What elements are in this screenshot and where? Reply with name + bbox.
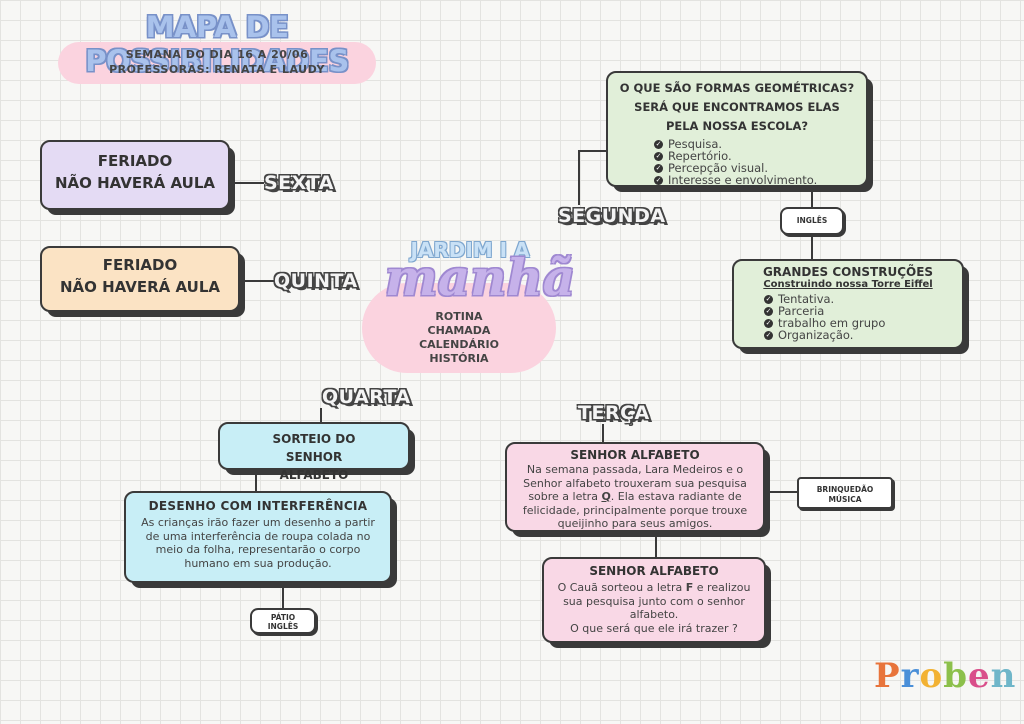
- proben-logo: Proben: [874, 656, 1016, 696]
- check-item: ✓Organização.: [764, 328, 854, 342]
- terca-card-2: SENHOR ALFABETO O Cauã sorteou a letra F…: [542, 557, 766, 643]
- check-item: ✓Percepção visual.: [654, 161, 769, 175]
- terca-text-2: O Cauã sorteou a letra F e realizou sua …: [557, 581, 751, 621]
- check-icon: ✓: [654, 164, 663, 173]
- check-item: ✓trabalho em grupo: [764, 316, 886, 330]
- logo-letter: o: [919, 656, 944, 696]
- drawing-title: DESENHO COM INTERFERÊNCIA: [148, 499, 368, 513]
- check-item: ✓Repertório.: [654, 149, 732, 163]
- sexta-line1: FERIADO: [97, 152, 173, 170]
- check-item: ✓Tentativa.: [764, 292, 835, 306]
- connector-brinquedao: [764, 491, 798, 493]
- project-items: ✓Tentativa. ✓Parceria ✓trabalho em grupo…: [764, 293, 962, 341]
- day-label-segunda: SEGUNDA: [558, 205, 666, 227]
- logo-letter: n: [990, 656, 1017, 696]
- check-icon: ✓: [764, 331, 773, 340]
- connector-segunda-v: [578, 150, 580, 205]
- logo-letter: b: [943, 656, 968, 696]
- quinta-line2: NÃO HAVERÁ AULA: [59, 278, 220, 296]
- project-title: GRANDES CONSTRUÇÕES: [762, 265, 934, 279]
- check-icon: ✓: [764, 295, 773, 304]
- sexta-line2: NÃO HAVERÁ AULA: [54, 174, 215, 192]
- terca-title-1: SENHOR ALFABETO: [570, 448, 700, 462]
- routine-item: ROTINA: [435, 310, 483, 323]
- center-pill: [362, 283, 556, 373]
- logo-letter: r: [900, 656, 920, 696]
- connector-patio: [282, 582, 284, 608]
- header-pill: [58, 42, 376, 84]
- check-item: ✓Interesse e envolvimento.: [654, 173, 818, 187]
- quinta-line1: FERIADO: [102, 256, 178, 274]
- day-label-sexta: SEXTA: [264, 172, 335, 194]
- routine-item: CHAMADA: [427, 324, 491, 337]
- terca-title-2: SENHOR ALFABETO: [589, 564, 719, 578]
- quarta-drawing-card: DESENHO COM INTERFERÊNCIA As crianças ir…: [124, 491, 392, 583]
- class-name: JARDIM I A: [410, 238, 530, 262]
- connector-terca-2: [655, 533, 657, 557]
- terca-text-1: Na semana passada, Lara Medeiros e o Sen…: [522, 463, 748, 530]
- quarta-title: SORTEIO DO SENHOR ALFABETO: [272, 432, 356, 482]
- terca-card-1: SENHOR ALFABETO Na semana passada, Lara …: [505, 442, 765, 532]
- segunda-project-card: GRANDES CONSTRUÇÕES Construindo nossa To…: [732, 259, 964, 349]
- connector-quinta: [240, 280, 274, 282]
- drawing-text: As crianças irão fazer um desenho a part…: [141, 516, 375, 570]
- connector-segunda-h: [578, 150, 608, 152]
- quarta-patio-tag: PÁTIO INGLÊS: [250, 608, 316, 634]
- check-item: ✓Parceria: [764, 304, 825, 318]
- project-subtitle: Construindo nossa Torre Eiffel: [763, 279, 933, 290]
- day-label-quarta: QUARTA: [322, 386, 411, 408]
- shift-label: manhã: [384, 248, 576, 307]
- quinta-card: FERIADO NÃO HAVERÁ AULA: [40, 246, 240, 312]
- check-item: ✓Pesquisa.: [654, 137, 723, 151]
- logo-letter: P: [874, 656, 901, 696]
- day-label-terca: TERÇA: [578, 402, 650, 424]
- page-title: MAPA DE POSSIBILIDADES: [85, 10, 349, 78]
- connector-sexta: [230, 182, 264, 184]
- week-label: SEMANA DO DIA 16 A 20/06: [125, 48, 309, 61]
- routine-list: ROTINA CHAMADA CALENDÁRIO HISTÓRIA: [362, 310, 556, 366]
- sexta-card: FERIADO NÃO HAVERÁ AULA: [40, 140, 230, 210]
- quarta-sorteio-card: SORTEIO DO SENHOR ALFABETO: [218, 422, 410, 482]
- terca-text-2b: O que será que ele irá trazer ?: [570, 621, 738, 635]
- logo-letter: e: [967, 656, 991, 696]
- segunda-items: ✓Pesquisa. ✓Repertório. ✓Percepção visua…: [654, 138, 866, 186]
- routine-item: CALENDÁRIO: [419, 338, 499, 351]
- check-icon: ✓: [764, 307, 773, 316]
- segunda-question-card: O QUE SÃO FORMAS GEOMÉTRICAS? SERÁ QUE E…: [606, 71, 868, 187]
- check-icon: ✓: [654, 176, 663, 185]
- check-icon: ✓: [654, 152, 663, 161]
- terca-brinquedao-tag: BRINQUEDÃO MÚSICA: [797, 477, 893, 509]
- connector-quarta: [320, 408, 322, 423]
- teachers-label: PROFESSORAS: RENATA E LAUDY: [109, 63, 325, 76]
- segunda-question: O QUE SÃO FORMAS GEOMÉTRICAS? SERÁ QUE E…: [619, 81, 855, 133]
- check-icon: ✓: [764, 319, 773, 328]
- connector-terca: [602, 424, 604, 444]
- day-label-quinta: QUINTA: [274, 270, 358, 292]
- routine-item: HISTÓRIA: [429, 352, 489, 365]
- check-icon: ✓: [654, 140, 663, 149]
- segunda-ingles-tag: INGLÊS: [780, 207, 844, 235]
- connector-quarta-2: [255, 468, 257, 492]
